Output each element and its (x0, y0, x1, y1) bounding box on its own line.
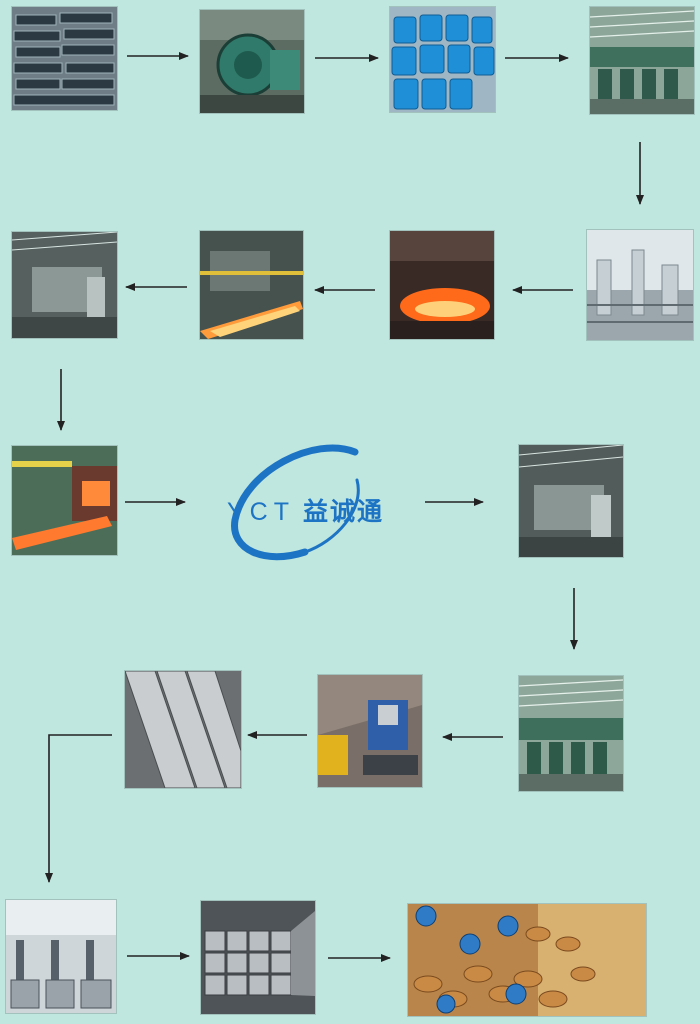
hot-rolling-glow-photo (390, 231, 494, 339)
logo-latin-text: YCT (227, 498, 295, 526)
cutting-machine-photo (318, 675, 422, 787)
logo-text: YCT 益诚通 (227, 492, 384, 528)
warehouse-stock-photo (6, 900, 116, 1013)
raw-steel-billets-photo (12, 7, 117, 110)
logo-swoosh-icon (231, 444, 360, 561)
pump-machinery-photo (200, 10, 304, 113)
flat-bar-products-photo (125, 671, 241, 788)
blue-chemical-drums-photo (390, 7, 495, 112)
gas-purification-plant-photo (587, 230, 693, 340)
arrow-elbow-down (45, 734, 112, 883)
logo-chinese-text: 益诚通 (303, 498, 385, 526)
yct-logo: YCT 益诚通 (205, 440, 405, 570)
square-bar-bundles-photo (201, 901, 315, 1014)
hot-slab-conveyor-photo (200, 231, 303, 339)
annealing-furnace-photo (12, 232, 117, 338)
rolling-mill-hall-photo (590, 7, 694, 114)
finishing-mill-hall-photo (519, 676, 623, 791)
reheating-furnace-photo (12, 446, 117, 555)
coins-and-globes-photo (408, 904, 646, 1016)
annealing-line-photo (519, 445, 623, 557)
